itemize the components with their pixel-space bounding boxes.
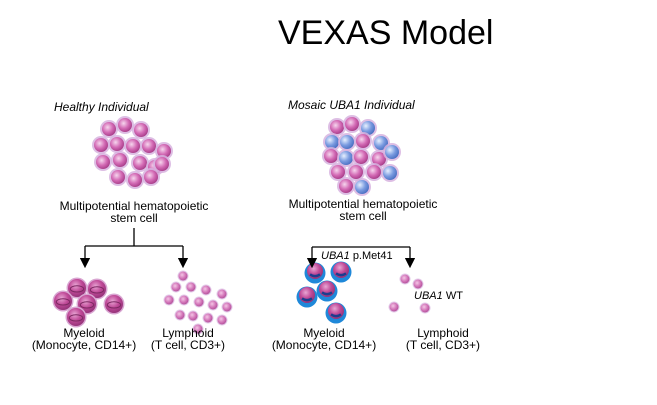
mosaic-myeloid-cell-cluster: [296, 261, 352, 324]
stem-cell: [343, 115, 361, 133]
stem-cell: [131, 154, 149, 172]
uba1-variant-label: UBA1 p.Met41: [321, 250, 393, 262]
stem-cell: [328, 118, 346, 136]
stem-cell: [126, 171, 144, 189]
lymphoid-cell: [207, 299, 219, 311]
mutant-myeloid-cell: [304, 262, 326, 284]
myeloid-cell: [103, 293, 125, 315]
myeloid-cell: [52, 290, 74, 312]
stem-cell: [100, 120, 118, 138]
stem-cell: [140, 137, 158, 155]
lymphoid-cell: [185, 281, 197, 293]
lymphoid-cell: [419, 302, 431, 314]
mosaic-individual-heading: Mosaic UBA1 Individual: [288, 98, 415, 112]
stem-cell: [153, 155, 171, 173]
stem-cell: [142, 168, 160, 186]
mutant-myeloid-cell: [330, 261, 352, 283]
mosaic-stem-cell-cluster: [322, 115, 401, 196]
stem-cell: [329, 163, 347, 181]
lymphoid-cell: [193, 296, 205, 308]
healthy-stem-cell-cluster: [92, 116, 173, 189]
lymphoid-cell: [178, 294, 190, 306]
mosaic-lymphoid-cell-cluster: [388, 273, 431, 314]
mutant-stem-cell: [381, 164, 399, 182]
stem-cell: [322, 147, 340, 165]
mosaic-stem-cell-label: Multipotential hematopoietic stem cell: [288, 197, 438, 223]
healthy-myeloid-label: Myeloid (Monocyte, CD14+): [31, 326, 137, 352]
myeloid-cell: [66, 277, 88, 299]
stem-cell: [132, 121, 150, 139]
lymphoid-cell: [174, 309, 186, 321]
mosaic-myeloid-label: Myeloid (Monocyte, CD14+): [271, 326, 377, 352]
lymphoid-cell: [202, 312, 214, 324]
stem-cell: [124, 137, 142, 155]
mutant-stem-cell: [353, 178, 371, 196]
stem-cell: [337, 177, 355, 195]
myeloid-cell: [65, 306, 87, 328]
lymphoid-cell: [192, 323, 204, 335]
stem-cell: [352, 148, 370, 166]
stem-cell: [92, 136, 110, 154]
mutant-myeloid-cell: [325, 302, 347, 324]
lymphoid-cell: [399, 273, 411, 285]
stem-cell: [108, 135, 126, 153]
lymphoid-cell: [177, 270, 189, 282]
mutant-stem-cell: [323, 133, 341, 151]
stem-cell: [116, 116, 134, 134]
stem-cell: [111, 151, 129, 169]
lymphoid-cell: [388, 301, 400, 313]
lymphoid-cell: [412, 278, 424, 290]
mutant-stem-cell: [338, 133, 356, 151]
lymphoid-cell: [163, 294, 175, 306]
stem-cell: [365, 163, 383, 181]
lymphoid-cell: [221, 301, 233, 313]
healthy-lymphoid-cell-cluster: [163, 270, 233, 335]
lymphoid-cell: [216, 314, 228, 326]
healthy-individual-heading: Healthy Individual: [54, 100, 149, 114]
mutant-myeloid-cell: [296, 286, 318, 308]
healthy-stem-cell-label: Multipotential hematopoietic stem cell: [59, 199, 209, 225]
lymphoid-cell: [187, 310, 199, 322]
lymphoid-cell: [216, 288, 228, 300]
mutant-stem-cell: [337, 149, 355, 167]
myeloid-cell: [86, 278, 108, 300]
mutant-myeloid-cell: [316, 280, 338, 302]
stem-cell: [109, 168, 127, 186]
lymphoid-cell: [170, 281, 182, 293]
mutant-stem-cell: [383, 143, 401, 161]
stem-cell: [347, 163, 365, 181]
stem-cell: [94, 153, 112, 171]
stem-cell: [354, 132, 372, 150]
healthy-lymphoid-label: Lymphoid (T cell, CD3+): [150, 326, 226, 352]
mosaic-lineage-arrows: [306, 246, 416, 269]
mosaic-lymphoid-label: Lymphoid (T cell, CD3+): [405, 326, 481, 352]
uba1-wildtype-label: UBA1 WT: [414, 290, 463, 302]
healthy-myeloid-cell-cluster: [52, 277, 125, 328]
diagram-title: VEXAS Model: [278, 14, 494, 52]
lymphoid-cell: [200, 284, 212, 296]
healthy-lineage-arrows: [79, 228, 189, 269]
